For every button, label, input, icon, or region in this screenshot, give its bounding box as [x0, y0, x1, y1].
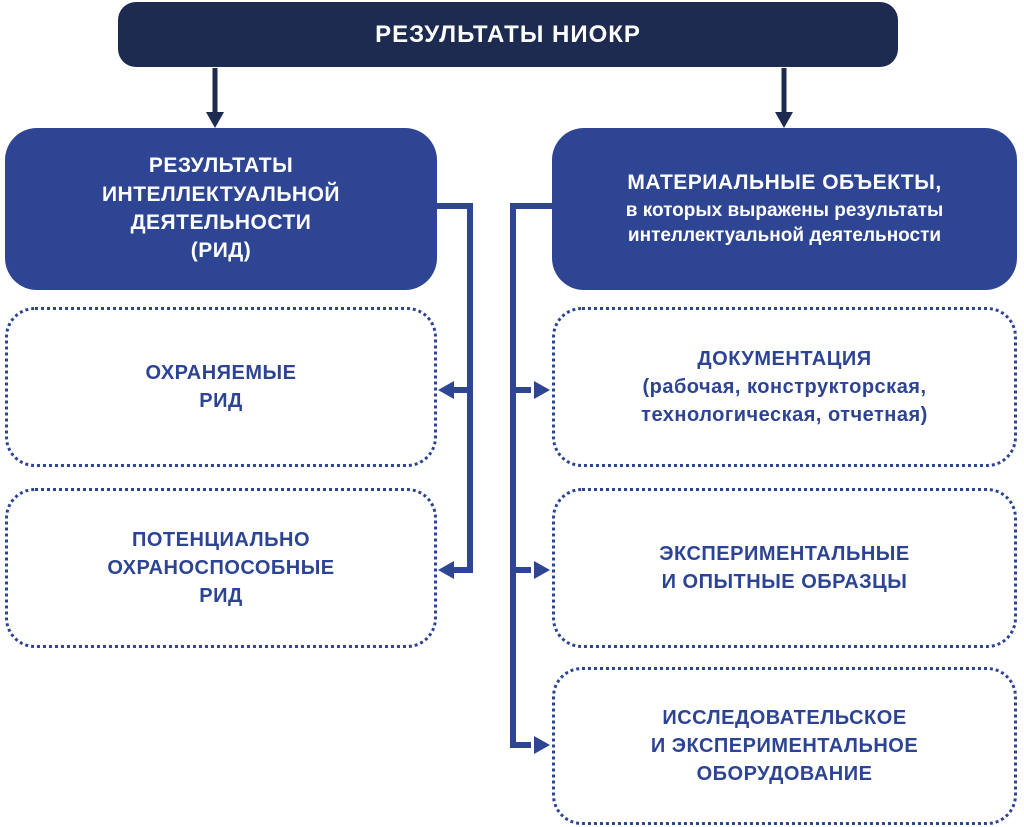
node-root: РЕЗУЛЬТАТЫ НИОКР: [118, 2, 898, 67]
left-branch-connector: [437, 203, 473, 579]
node-root-label: РЕЗУЛЬТАТЫ НИОКР: [375, 20, 641, 48]
root-to-left-arrow: [206, 68, 224, 128]
right-branch-connector: [510, 203, 552, 754]
root-to-right-arrow: [775, 68, 793, 128]
node-material-objects-title: МАТЕРИАЛЬНЫЕ ОБЪЕКТЫ,: [627, 171, 942, 195]
node-documentation: ДОКУМЕНТАЦИЯ(рабочая, конструкторская,те…: [552, 307, 1017, 467]
node-material-objects-header: МАТЕРИАЛЬНЫЕ ОБЪЕКТЫ, в которых выражены…: [552, 128, 1017, 290]
node-documentation-label: ДОКУМЕНТАЦИЯ(рабочая, конструкторская,те…: [641, 348, 928, 426]
